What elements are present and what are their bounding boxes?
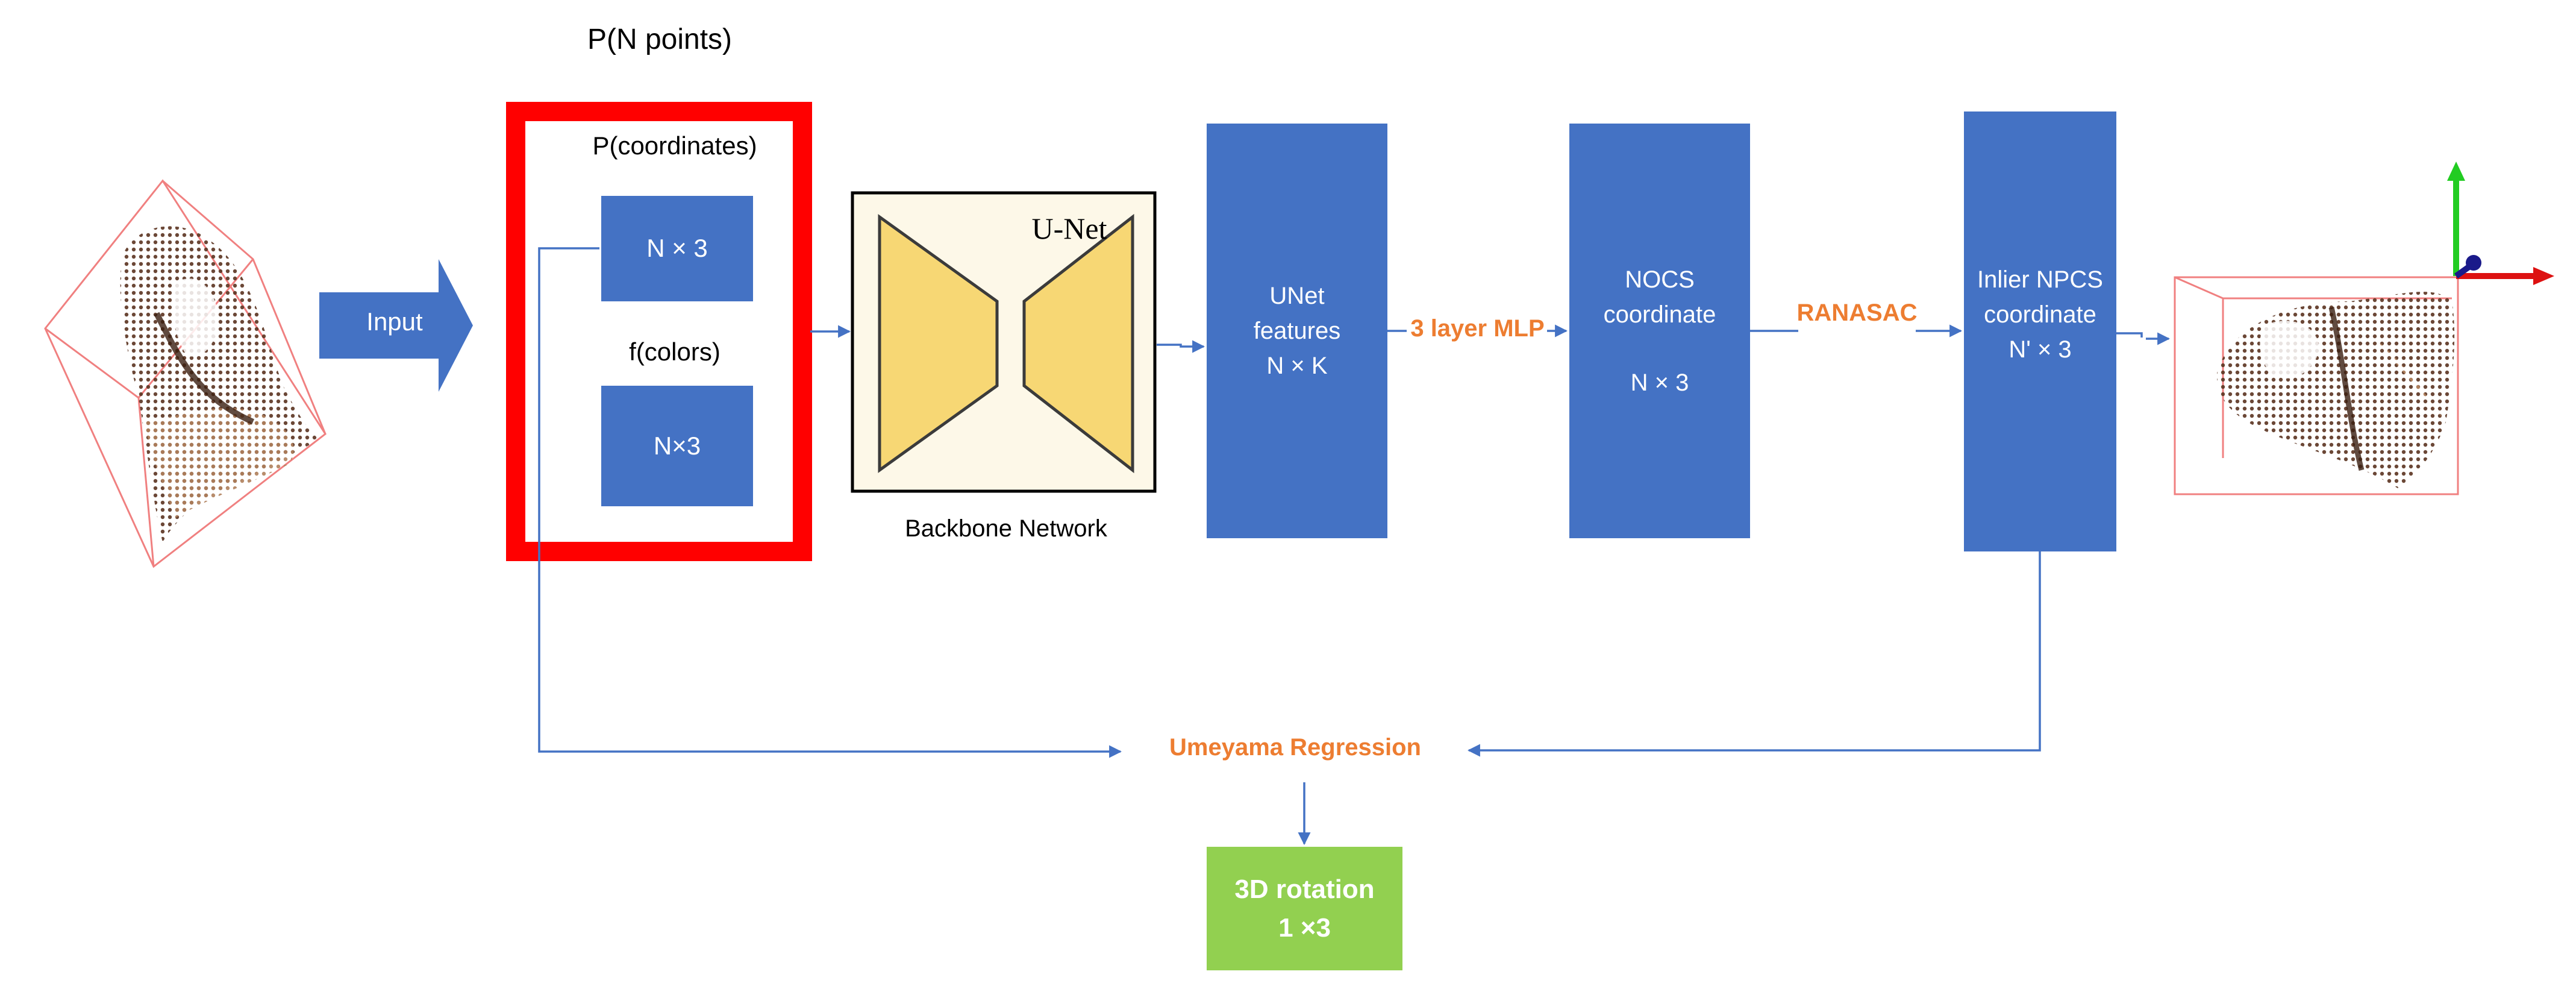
- rotation-line2: 1 ×3: [1278, 912, 1331, 943]
- unet-features-box: [1207, 124, 1387, 538]
- coords-label: P(coordinates): [592, 131, 757, 160]
- nocs-box: [1569, 124, 1750, 538]
- inlier-line1: Inlier NPCS: [1977, 266, 2103, 293]
- unet-features-text: UNet features N × K: [1207, 124, 1387, 538]
- unet-features-line3: N × K: [1266, 353, 1328, 379]
- arrow-inlier-to-umeyama: [1467, 551, 2041, 757]
- unet-features-line1: UNet: [1269, 283, 1325, 309]
- coords-value: N × 3: [646, 234, 708, 262]
- nocs-line1: NOCS: [1625, 266, 1695, 293]
- backbone-caption: Backbone Network: [905, 515, 1107, 542]
- coords-box: [601, 196, 753, 301]
- unet-image: [851, 191, 1157, 493]
- colors-box: [601, 386, 753, 506]
- output-point-cloud-icon: [2174, 276, 2459, 495]
- inlier-text: Inlier NPCS coordinate N' × 3: [1964, 111, 2116, 551]
- inlier-box: [1964, 111, 2116, 551]
- points-highlight-frame: [506, 102, 812, 561]
- rotation-output-text: 3D rotation 1 ×3: [1207, 847, 1402, 970]
- nocs-text: NOCS coordinate N × 3: [1569, 124, 1750, 538]
- inlier-line3: N' × 3: [2009, 336, 2072, 363]
- unet-features-line2: features: [1253, 318, 1341, 344]
- ransac-label: RANASAC: [1796, 300, 1918, 326]
- colors-label: f(colors): [629, 338, 721, 366]
- rotation-line1: 3D rotation: [1234, 874, 1375, 904]
- rotation-output-box: [1207, 847, 1402, 970]
- unet-title: U-Net: [1031, 212, 1107, 245]
- umeyama-label: Umeyama Regression: [1169, 734, 1421, 761]
- arrow-coords-to-umeyama: [538, 247, 1122, 758]
- connectors: [538, 247, 2171, 846]
- arrow-inlier-to-output: [2116, 332, 2143, 338]
- input-point-cloud-icon: [44, 179, 327, 568]
- arrow-backbone-to-features: [1157, 340, 1205, 353]
- mlp-label: 3 layer MLP: [1410, 315, 1545, 342]
- input-arrow: [319, 259, 473, 392]
- xyz-axes-icon: [2447, 162, 2554, 285]
- title: P(N points): [587, 24, 733, 55]
- inlier-line2: coordinate: [1984, 301, 2096, 328]
- nocs-line3: N × 3: [1630, 369, 1689, 396]
- input-label: Input: [366, 307, 423, 336]
- nocs-line2: coordinate: [1603, 301, 1716, 328]
- colors-value: N×3: [653, 432, 701, 460]
